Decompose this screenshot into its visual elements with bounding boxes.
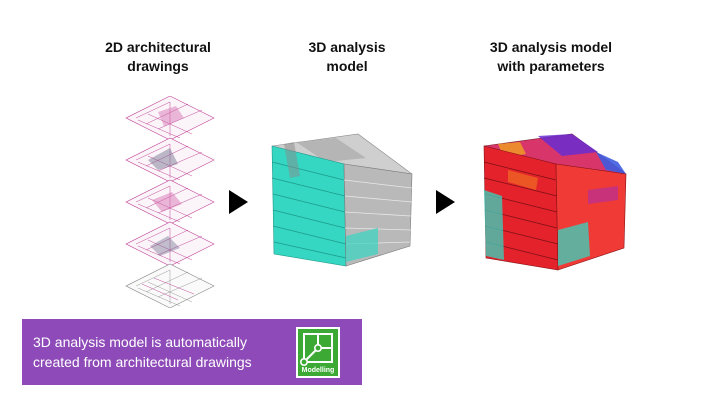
stage-title-3d-model: 3D analysis model bbox=[308, 39, 386, 74]
drawing-sheet-4 bbox=[125, 221, 215, 267]
stage-title-2d-drawings: 2D architectural drawings bbox=[105, 39, 211, 74]
drawing-sheet-3 bbox=[125, 179, 215, 225]
architectural-drawings-stack bbox=[125, 96, 215, 308]
play-arrow-icon bbox=[436, 190, 455, 214]
modelling-icon bbox=[299, 333, 333, 366]
drawing-sheet-5 bbox=[125, 263, 215, 308]
3d-analysis-model bbox=[271, 133, 413, 267]
drawing-sheet-2 bbox=[125, 137, 215, 183]
3d-analysis-model-with-parameters bbox=[483, 133, 627, 271]
modelling-label: Modelling bbox=[301, 367, 335, 374]
stage-title-3d-model-parameters: 3D analysis model with parameters bbox=[489, 39, 613, 74]
modelling-badge: Modelling bbox=[296, 327, 340, 378]
caption-box: 3D analysis model is automatically creat… bbox=[22, 319, 362, 385]
caption-text: 3D analysis model is automatically creat… bbox=[33, 334, 252, 370]
play-arrow-icon bbox=[229, 190, 248, 214]
drawing-sheet-1 bbox=[125, 96, 215, 141]
